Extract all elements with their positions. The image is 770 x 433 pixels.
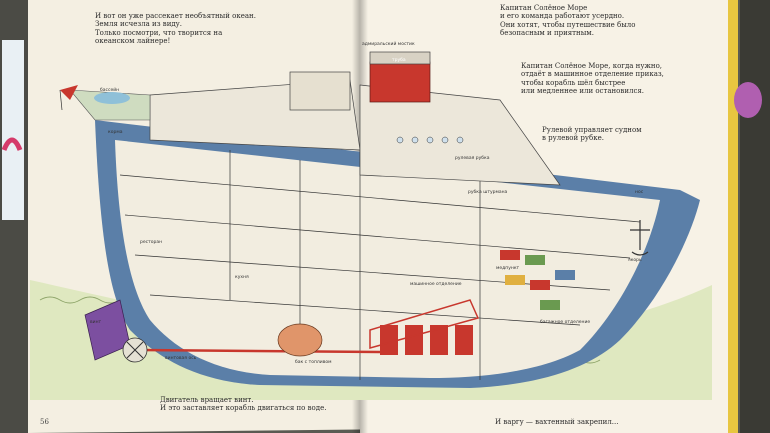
deckhouse [289, 71, 351, 111]
bridge-structure [359, 84, 561, 186]
captain-team-text: Капитан Солёное Море и его команда работ… [500, 4, 636, 38]
pool-water [94, 92, 130, 104]
engine-pipes [369, 299, 480, 349]
label-anchor: якорь [628, 258, 642, 263]
baggage-cars [500, 250, 575, 310]
label-restaurant: ресторан [140, 240, 163, 245]
funnel-top [369, 51, 431, 65]
right-bottom-text: И варгу — вахтенный закрепил... [495, 418, 619, 426]
purple-object [734, 82, 762, 118]
label-baggage-room: багажное отделение [540, 320, 591, 325]
stern-flag [60, 85, 78, 100]
label-kitchen: кухня [235, 275, 249, 280]
left-intro-text: И вот он уже рассекает необъятный океан.… [95, 12, 256, 46]
engine-order-text: Капитан Солёное Море, когда нужно, отдаё… [521, 62, 664, 96]
label-fuel-tank: бак с топливом [295, 360, 332, 365]
propeller-blades [126, 341, 144, 359]
label-bow: нос [635, 190, 644, 195]
label-medic: медпункт [496, 266, 520, 271]
label-navigator-cabin: рубка штурмана [468, 190, 508, 195]
label-wheelhouse: рулевая рубка [455, 156, 490, 161]
other-book-art [1, 137, 23, 152]
label-engine-room: машинное отделение [410, 282, 462, 287]
deck-lines [119, 150, 641, 380]
anchor-icon [630, 220, 650, 256]
stern-deck [69, 89, 151, 121]
left-page-number: 56 [40, 418, 49, 426]
table-surface-right [740, 0, 770, 433]
label-propeller-shaft: винтовая ось [165, 356, 197, 361]
label-admiral-bridge: адмиральский мостик [362, 42, 415, 47]
label-propeller: винт [90, 320, 102, 325]
other-book-cover [2, 40, 24, 220]
book-cover-edge [728, 0, 738, 433]
propeller-shaft [139, 348, 381, 354]
portholes [396, 136, 464, 144]
ship-hull-interior [115, 140, 660, 378]
helmsman-text: Рулевой управляет судном в рулевой рубке… [542, 126, 642, 143]
engine-blocks [380, 325, 473, 355]
left-bottom-text: Двигатель вращает винт. И это заставляет… [160, 396, 327, 413]
label-pipe: труба [392, 58, 406, 63]
fuel-tank [277, 323, 323, 357]
label-stern: корма [108, 130, 123, 135]
label-pool: бассейн [100, 88, 120, 93]
ship-funnel [369, 61, 431, 103]
